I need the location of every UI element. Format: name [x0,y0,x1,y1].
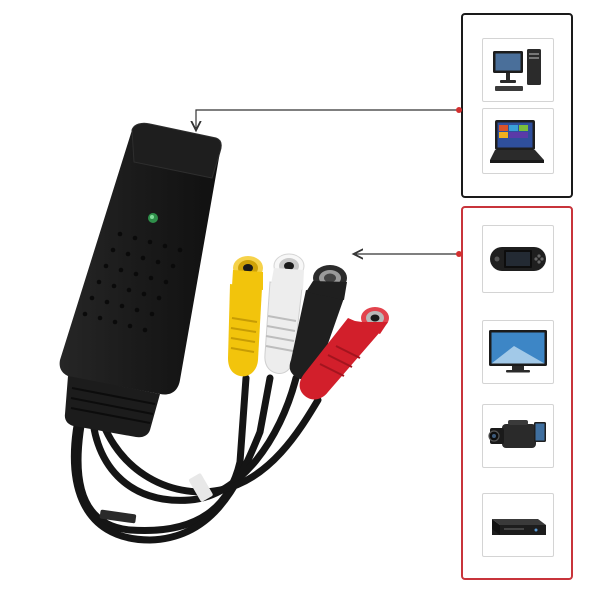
camcorder-thumb [482,404,554,468]
cables [70,374,322,544]
camcorder-icon [488,420,546,448]
dvd-player-icon [492,519,546,535]
desktop-computer-icon [493,49,541,91]
arrow-to-connectors [356,251,462,257]
lcd-tv-thumb [482,320,554,384]
laptop-icon [490,120,544,163]
desktop-computer-thumb [482,38,554,102]
laptop-thumb [482,108,554,174]
dvd-player-thumb [482,493,554,557]
arrow-to-usb-end [196,107,462,128]
lcd-tv-icon [489,330,547,373]
adapter-body [59,122,222,438]
rca-yellow-connector [228,256,263,377]
rca-white-connector [264,253,305,374]
game-console-thumb [482,225,554,293]
handheld-game-console-icon [490,247,546,271]
svideo-connector [289,265,347,380]
rca-red-connector [299,307,389,400]
